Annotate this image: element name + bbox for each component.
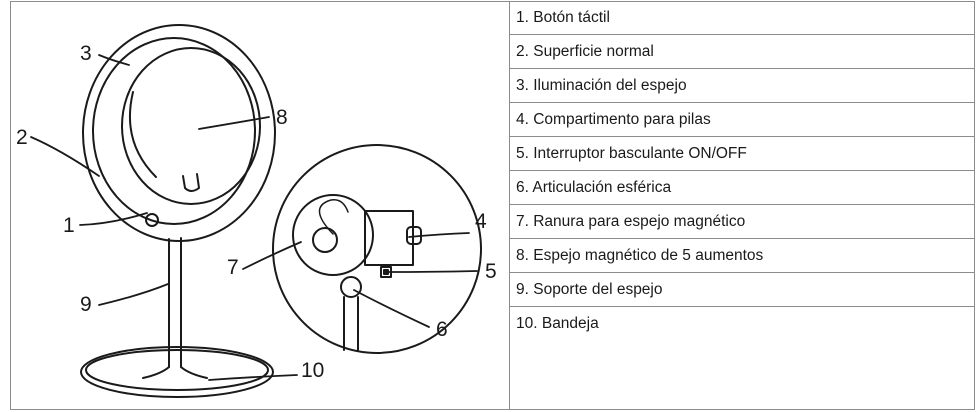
callout-7: 7: [227, 256, 239, 279]
touch-button: [145, 213, 159, 227]
mirror-diagram: 1 2 3 4 5 6 7 8 9 10: [11, 2, 509, 409]
mirror-stand: [142, 237, 208, 379]
callout-4: 4: [475, 210, 487, 233]
callout-5: 5: [485, 260, 497, 283]
mirror-illustration: [30, 24, 482, 398]
legend-row: 10. Bandeja: [516, 315, 599, 332]
callout-3: 3: [80, 42, 92, 65]
callout-8: 8: [276, 106, 288, 129]
legend-row: 5. Interruptor basculante ON/OFF: [510, 137, 975, 171]
back-view: [272, 144, 482, 354]
legend-row: 2. Superficie normal: [510, 35, 975, 69]
legend-row: 3. Iluminación del espejo: [510, 69, 975, 103]
legend-row: 1. Botón táctil: [510, 1, 975, 35]
legend-row: 7. Ranura para espejo magnético: [510, 205, 975, 239]
magnet-tab: [182, 173, 200, 192]
legend-table: 1. Botón táctil 2. Superficie normal 3. …: [509, 1, 975, 410]
callout-10: 10: [301, 359, 325, 382]
callout-2: 2: [16, 126, 28, 149]
callout-1: 1: [63, 214, 75, 237]
callout-6: 6: [436, 318, 448, 341]
figure-frame: [10, 1, 975, 410]
legend-row: 9. Soporte del espejo: [510, 273, 975, 307]
callout-9: 9: [80, 293, 92, 316]
mirror-head: [82, 24, 276, 242]
legend-row: 4. Compartimento para pilas: [510, 103, 975, 137]
tray: [80, 346, 274, 398]
legend-row: 8. Espejo magnético de 5 aumentos: [510, 239, 975, 273]
ball-joint: [340, 276, 362, 298]
legend-row: 6. Articulación esférica: [510, 171, 975, 205]
leader-lines: [30, 54, 478, 381]
